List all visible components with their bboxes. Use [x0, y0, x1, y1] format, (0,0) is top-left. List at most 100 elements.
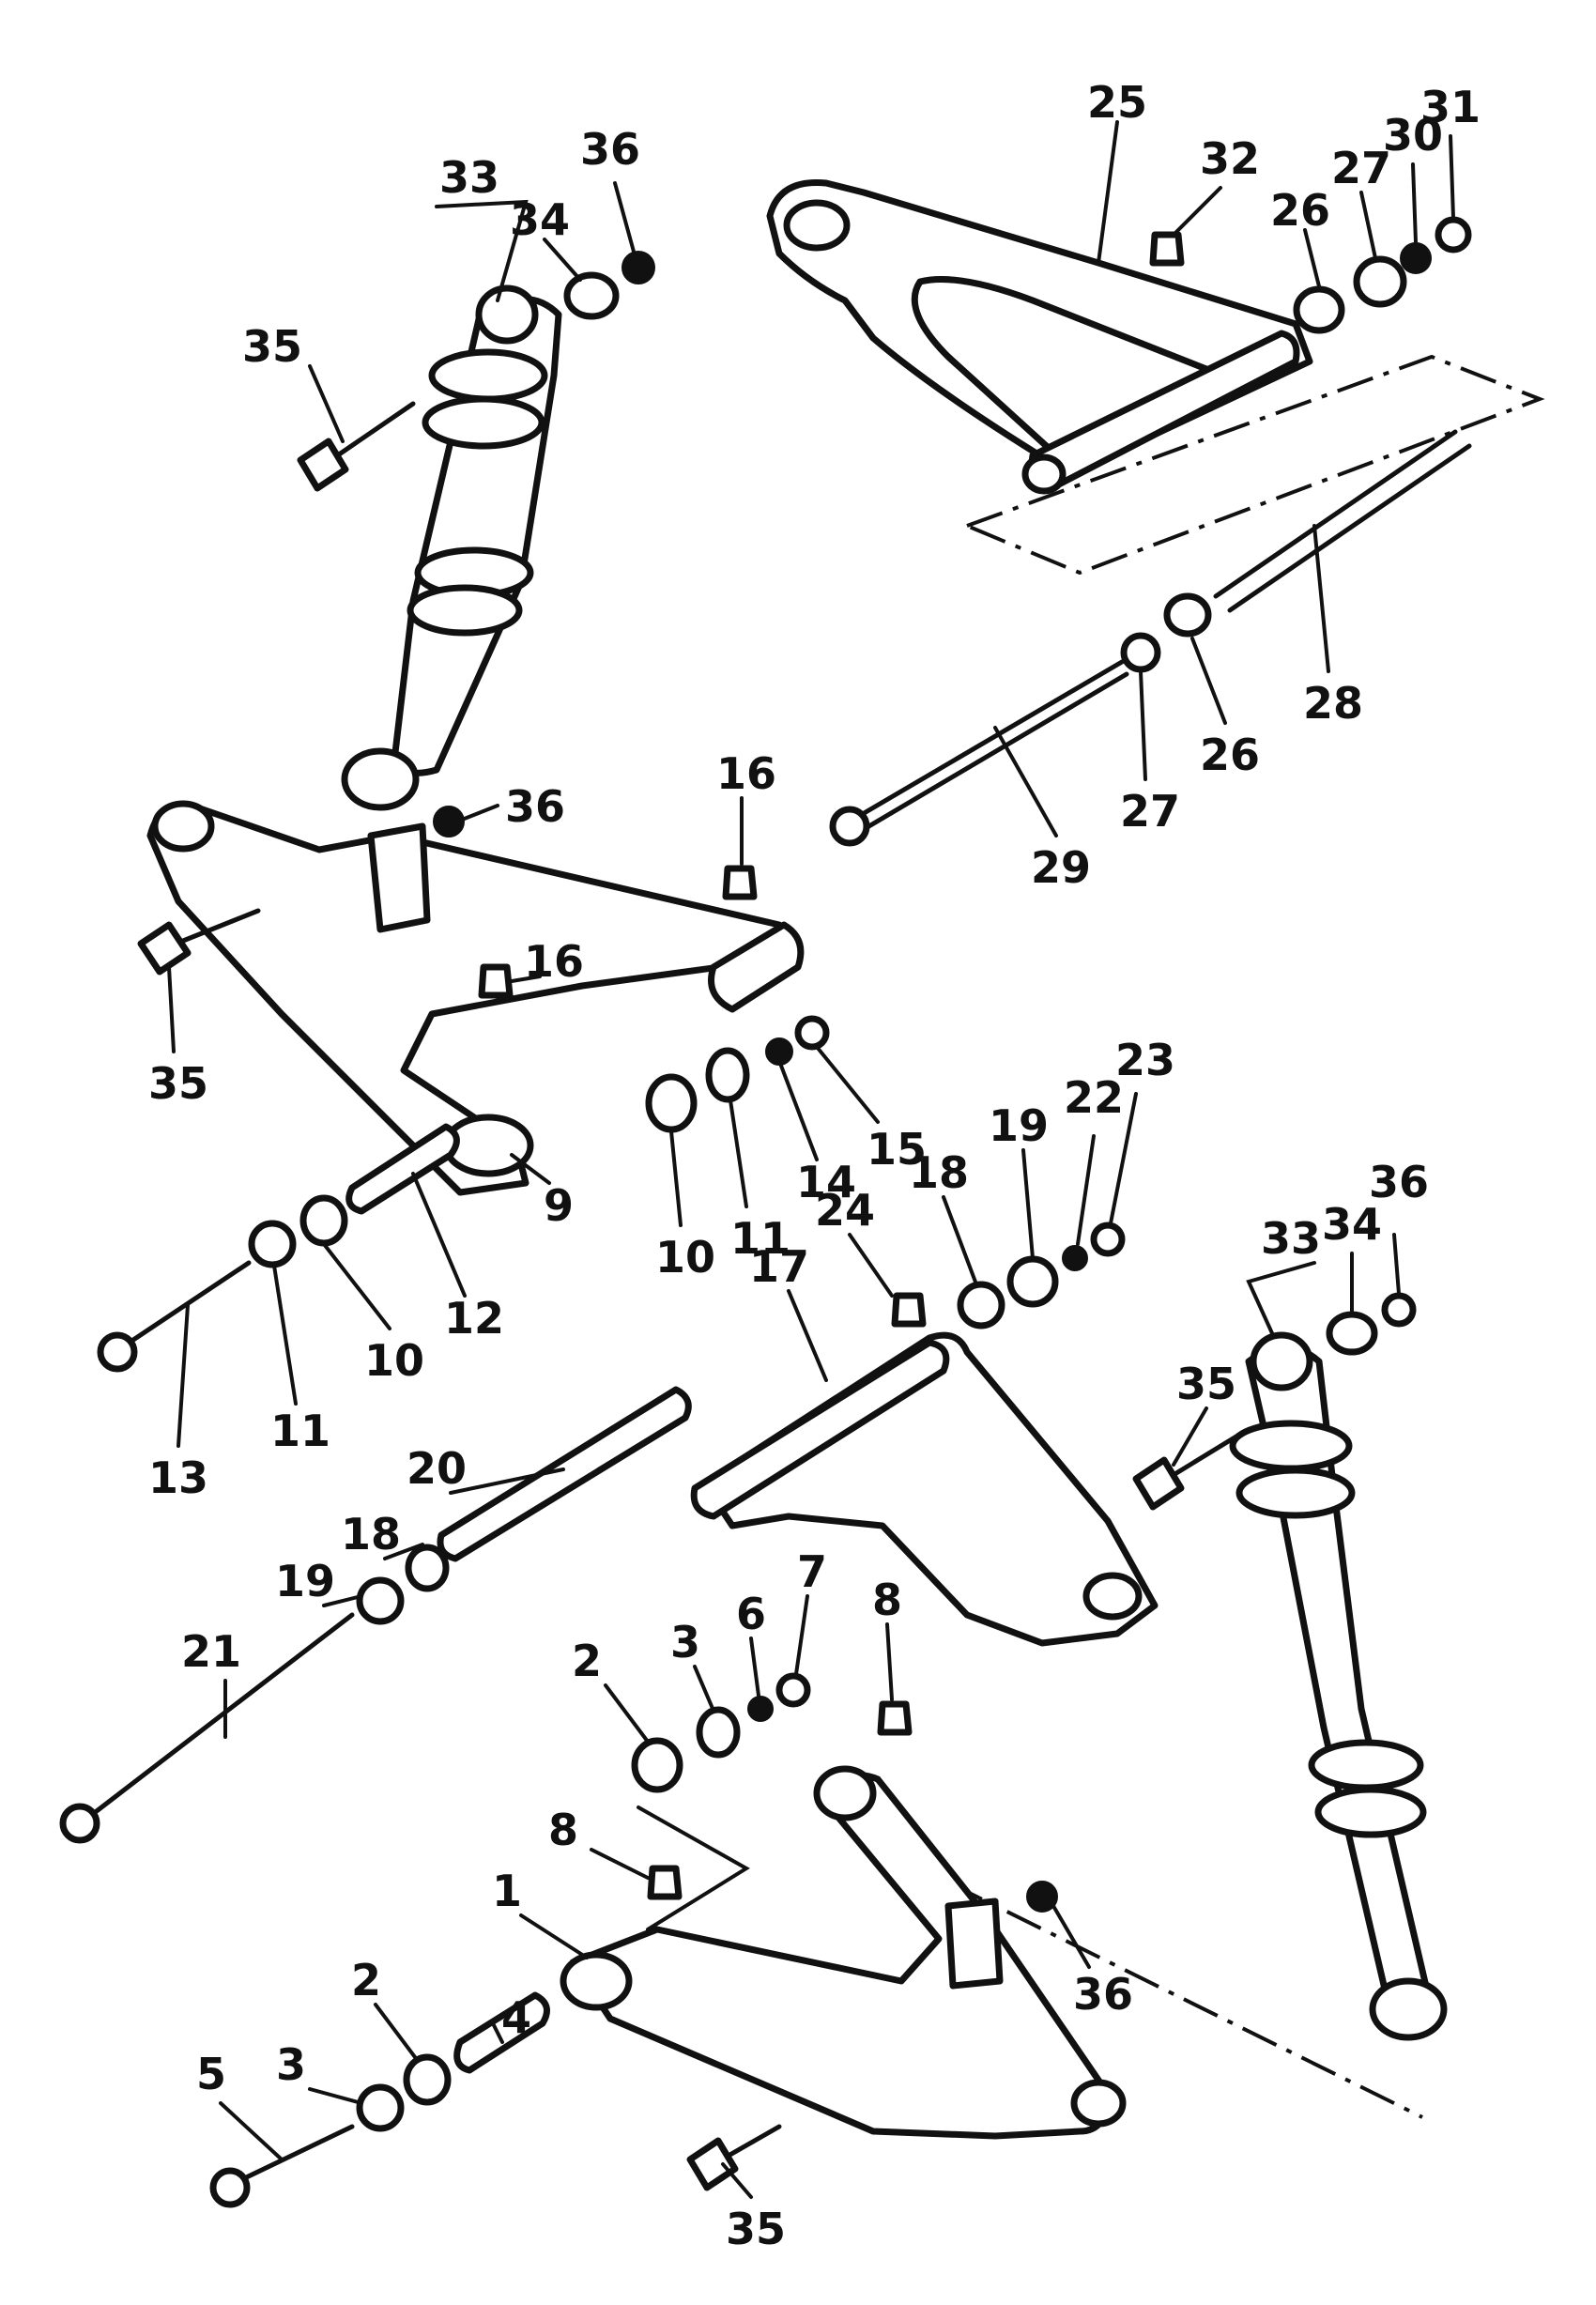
leader-34a	[543, 238, 582, 282]
bolt-21-head	[59, 1803, 100, 1844]
bolt-29	[847, 659, 1125, 824]
bolt-29-edge	[853, 671, 1129, 837]
arm-1	[569, 1772, 1112, 2140]
bolt-5-shank	[232, 2124, 355, 2186]
leader-27b	[1139, 669, 1147, 781]
nut-7	[775, 1672, 811, 1708]
callout-26b: 26	[1200, 730, 1260, 780]
shock-upper-eye	[475, 284, 539, 345]
arm-9-shock-mount	[367, 822, 431, 933]
leader-26b	[1190, 637, 1227, 725]
grease-fitting-16b	[478, 963, 514, 999]
leader-2b	[374, 2003, 420, 2063]
arm-9-ball-joint	[151, 800, 215, 853]
callout-11b: 11	[270, 1406, 330, 1456]
arm-1-shock-mount	[944, 1898, 1004, 1990]
leader-35d	[721, 2162, 753, 2199]
nut-36b	[433, 806, 465, 837]
bolt-5-head	[209, 2167, 251, 2208]
sleeve-20	[437, 1386, 692, 1562]
sleeve-12	[345, 1123, 460, 1215]
leader-8a	[885, 1622, 894, 1701]
washer-11b	[248, 1220, 297, 1268]
lower-right-shock-assembly	[947, 1292, 1448, 2119]
leader-36d	[1051, 1904, 1091, 1969]
washer-27b	[1120, 632, 1161, 673]
bushing-34a	[563, 271, 620, 320]
callout-17: 17	[749, 1241, 809, 1292]
leader-13	[176, 1303, 190, 1448]
bushing-2a	[631, 1737, 683, 1793]
leader-1	[519, 1913, 589, 1959]
leader-10b	[322, 1242, 391, 1330]
grease-fitting-32	[1149, 231, 1185, 267]
leader-33a	[435, 199, 529, 302]
arm-1-ball-joint	[1070, 2079, 1127, 2128]
callout-35a: 35	[242, 321, 302, 372]
callout-36c: 36	[1369, 1157, 1429, 1207]
leader-19b	[322, 1594, 363, 1607]
callout-33b: 33	[1261, 1213, 1321, 1264]
shock-spring-coil-2	[422, 395, 545, 450]
leader-20	[449, 1468, 565, 1495]
nut-36a	[622, 251, 655, 284]
leader-3a	[693, 1665, 715, 1713]
axle-28-edge	[1213, 429, 1458, 599]
bushing-26a	[1293, 285, 1345, 334]
callout-3a: 3	[670, 1617, 700, 1667]
leader-17	[787, 1289, 828, 1382]
callout-26a: 26	[1270, 185, 1330, 236]
callout-35c: 35	[1176, 1359, 1236, 1409]
leader-33b	[1246, 1261, 1316, 1335]
shock-mount-line	[947, 1881, 1423, 2119]
callout-31: 31	[1420, 82, 1481, 132]
arm-25-outline	[961, 354, 1545, 576]
nut-6	[747, 1696, 774, 1722]
bushing-18b	[405, 1544, 450, 1592]
leader-22	[1076, 1134, 1096, 1246]
leader-35a	[308, 364, 345, 443]
bushing-34b	[1326, 1311, 1378, 1356]
arm-25-tube-end	[1021, 453, 1067, 495]
nut-36d	[1026, 1881, 1058, 1913]
callout-27b: 27	[1120, 786, 1180, 837]
sleeve-4	[453, 1991, 550, 2074]
leader-14	[779, 1064, 819, 1161]
bolt-35a-head	[297, 438, 349, 492]
arm-25-pivot-tube	[1028, 330, 1300, 492]
leader-10a	[669, 1129, 683, 1227]
leader-30	[1411, 162, 1418, 244]
callout-13: 13	[148, 1452, 208, 1503]
washer-3a	[696, 1706, 741, 1759]
leader-7	[794, 1594, 809, 1676]
bushing-10b	[299, 1194, 348, 1247]
callout-18a: 18	[909, 1147, 969, 1198]
leader-31	[1449, 134, 1455, 220]
callout-8a: 8	[872, 1575, 902, 1625]
arm-1-front-tube	[560, 1951, 633, 2011]
leader-23	[1109, 1092, 1138, 1225]
shock-spring-coil-4	[407, 584, 523, 637]
nut-23	[1090, 1222, 1126, 1257]
leader-15	[815, 1045, 880, 1124]
leader-9	[510, 1153, 551, 1185]
callout-20: 20	[407, 1443, 467, 1494]
leader-18b	[383, 1543, 424, 1560]
bushing-18a	[957, 1281, 1005, 1329]
callout-30: 30	[1383, 110, 1443, 161]
callout-15: 15	[867, 1124, 927, 1175]
callout-3b: 3	[276, 2039, 306, 2090]
shock-lower-eye	[341, 747, 420, 811]
leader-5	[219, 2101, 284, 2161]
shock-spring-coil	[428, 348, 548, 403]
callout-23: 23	[1115, 1035, 1175, 1085]
callout-36b: 36	[505, 781, 565, 832]
leader-36a	[613, 181, 636, 254]
washer-19b	[356, 1576, 405, 1625]
callout-12: 12	[444, 1293, 504, 1344]
shock-upper-eye-2	[1250, 1331, 1313, 1391]
lower-arm-assembly	[209, 1672, 1127, 2208]
leader-12	[411, 1172, 467, 1298]
callout-11a: 11	[730, 1213, 790, 1264]
leader-35b	[167, 965, 176, 1053]
